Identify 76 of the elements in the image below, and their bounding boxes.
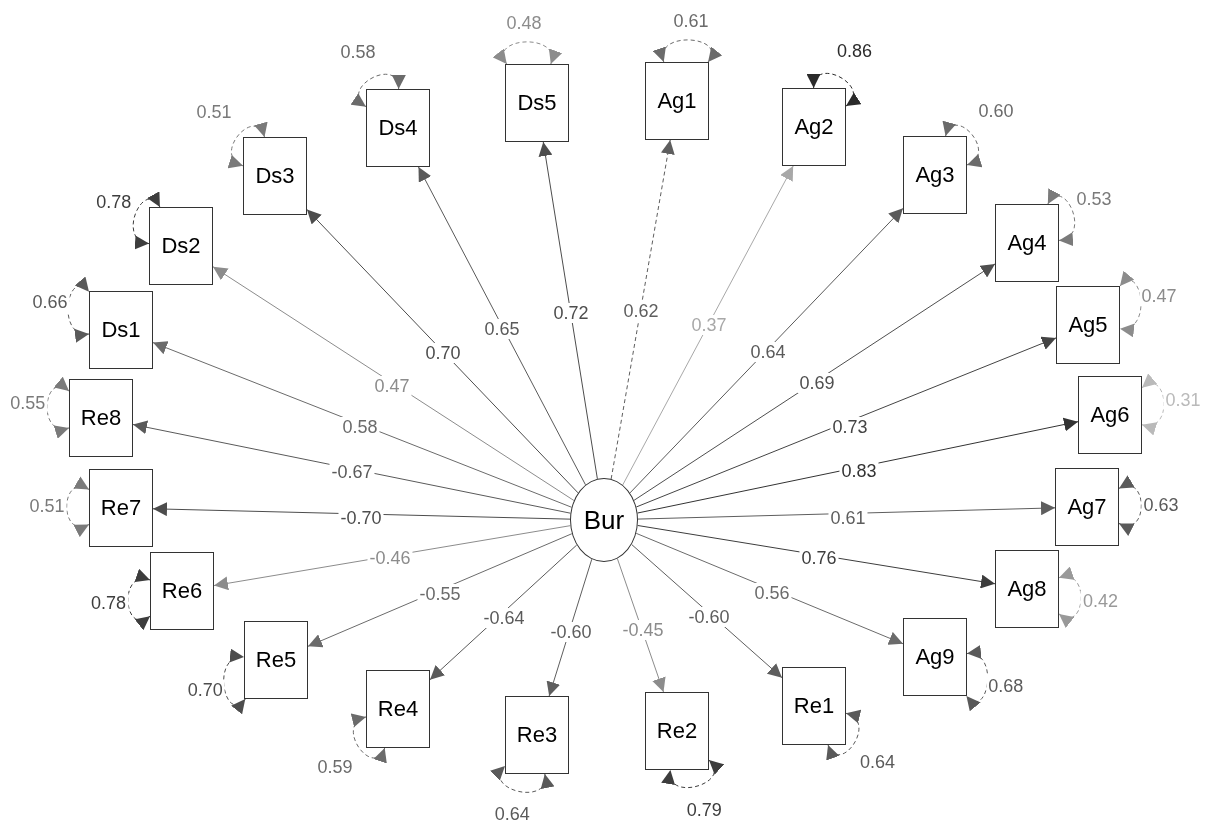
indicator-box: Re3 [505,696,569,774]
edge-label: 0.72 [551,303,591,323]
residual-arrow [663,759,724,788]
indicator-box: Ag1 [645,62,709,140]
residual-arrow [944,120,983,166]
residual-arrow [1118,476,1142,535]
residual-label: 0.55 [8,393,48,414]
residual-arrow [67,277,90,341]
residual-label: 0.51 [27,496,67,517]
residual-arrow [654,39,721,63]
residual-arrow [491,765,553,793]
arrow [132,420,571,514]
indicator-box: Ds3 [243,137,307,215]
indicator-box: Ag2 [782,88,846,166]
indicator-box: Ag3 [903,136,967,214]
edge-label: 0.62 [621,301,661,321]
indicator-box: Ds2 [149,207,213,285]
residual-arrow [827,712,862,761]
arrow [637,525,996,589]
residual-arrow [351,73,404,108]
edge-label: 0.47 [372,376,412,396]
indicator-box: Ag9 [903,618,967,696]
indicator-box: Ag5 [1056,286,1120,364]
indicator-box: Ag7 [1055,468,1119,546]
indicator-box: Ag4 [995,204,1059,282]
arrow [212,266,575,501]
indicator-box: Re7 [89,469,153,547]
edge-label: 0.70 [423,343,463,363]
arrow [629,207,904,494]
indicator-box: Ag8 [995,550,1059,628]
indicator-box: Ds4 [366,89,430,167]
edge-label: -0.55 [417,584,463,604]
residual-arrow [1141,374,1165,434]
indicator-box: Re2 [645,692,709,770]
edge-label: -0.60 [686,607,732,627]
indicator-box: Ds5 [505,64,569,142]
arrow [152,502,571,520]
indicator-box: Re6 [150,552,214,630]
residual-label: 0.66 [30,292,70,313]
indicator-box: Re5 [244,621,308,699]
residual-arrow [350,716,386,764]
indicator-box: Re1 [782,667,846,745]
indicator-box: Re8 [69,379,133,457]
edge-label: 0.69 [797,373,837,393]
edge-label: 0.37 [689,315,729,335]
arrow [306,208,579,494]
residual-arrow [46,377,70,437]
arrow [418,166,586,486]
indicator-box: Ag6 [1078,376,1142,454]
arrow [610,139,675,480]
indicator-box: Ds1 [89,291,153,369]
residual-arrow [808,72,862,107]
edge-label: -0.45 [620,620,666,640]
residual-arrow [494,41,560,65]
latent-variable-ellipse: Bur [570,478,638,562]
edge-label: 0.64 [748,342,788,362]
residual-arrow [1058,568,1082,627]
residual-arrow [127,570,151,630]
residual-arrow [223,651,246,714]
residual-arrow [965,647,989,711]
indicator-box: Re4 [366,670,430,748]
residual-arrow [1047,188,1076,244]
arrow [622,165,794,486]
residual-arrow [1119,271,1142,335]
arrow [637,501,1056,520]
residual-arrow [132,191,161,247]
arrow [637,417,1079,514]
edge-label: -0.64 [481,608,527,628]
edge-label: -0.60 [548,622,594,642]
residual-arrow [66,477,90,536]
arrow [538,141,598,480]
residual-label: 0.63 [1141,495,1181,515]
edge-label: 0.65 [482,319,522,339]
residual-label: 0.47 [1139,286,1179,307]
residual-arrow [227,121,266,167]
arrow [633,263,996,501]
